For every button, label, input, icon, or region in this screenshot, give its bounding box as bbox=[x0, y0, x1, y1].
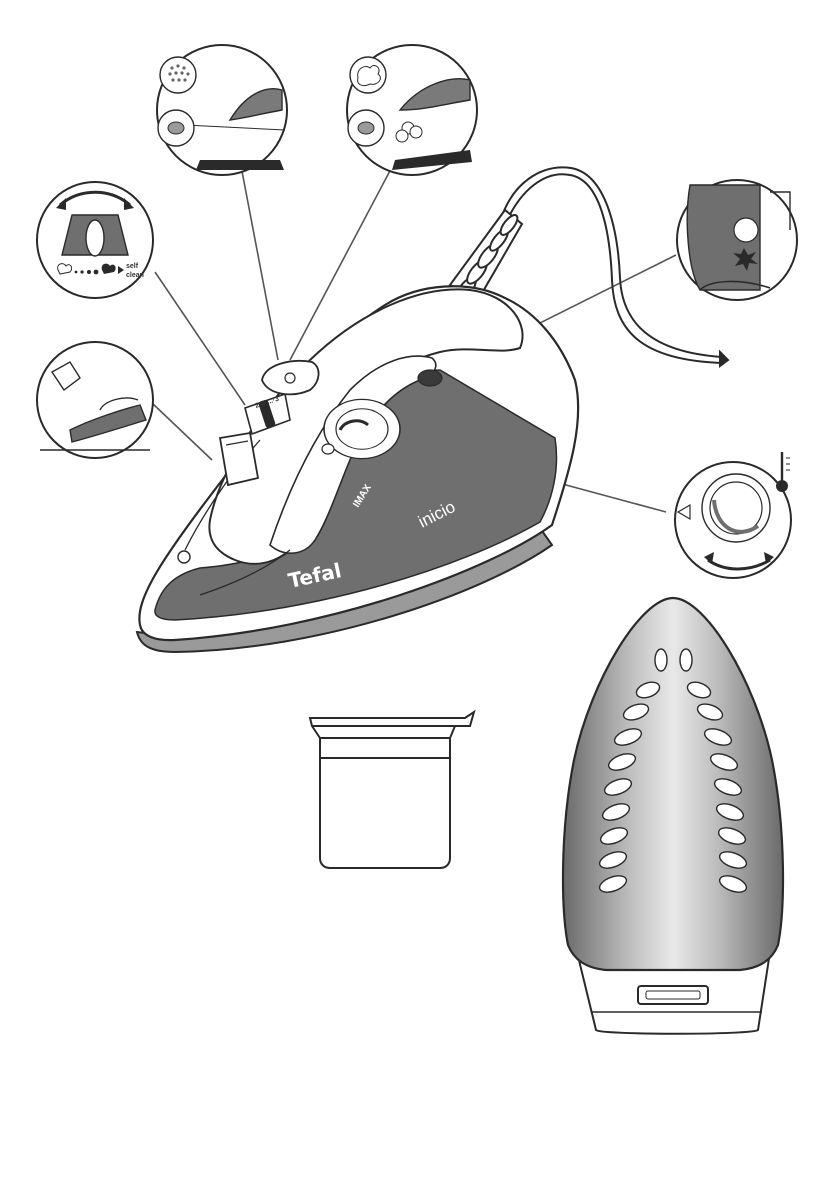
spray-icon bbox=[160, 57, 196, 93]
callout-spray bbox=[157, 45, 287, 175]
spray-nozzle bbox=[178, 551, 190, 563]
thermometer-icon bbox=[776, 452, 790, 492]
spray-and-shot-buttons[interactable] bbox=[262, 361, 319, 394]
callout-temperature-dial bbox=[675, 452, 791, 578]
measuring-cup bbox=[310, 712, 474, 868]
temperature-dial[interactable] bbox=[324, 399, 400, 458]
no-steam-icon bbox=[58, 264, 72, 274]
temperature-light bbox=[322, 444, 334, 454]
self-clean-label-line1: self bbox=[126, 263, 139, 270]
callout-steam-shot bbox=[347, 45, 477, 175]
callout-steam-selector: self clean bbox=[37, 182, 153, 298]
soleplate-view bbox=[563, 598, 783, 1034]
callout-auto-off-light bbox=[677, 180, 797, 300]
callout-filling bbox=[37, 342, 153, 458]
soleplate-surface bbox=[563, 598, 783, 970]
self-clean-knob[interactable] bbox=[418, 370, 442, 386]
self-clean-label-line2: clean bbox=[126, 272, 144, 279]
steam-iron: 2·4·...·3 Tefal inicio IMAX bbox=[137, 286, 578, 652]
